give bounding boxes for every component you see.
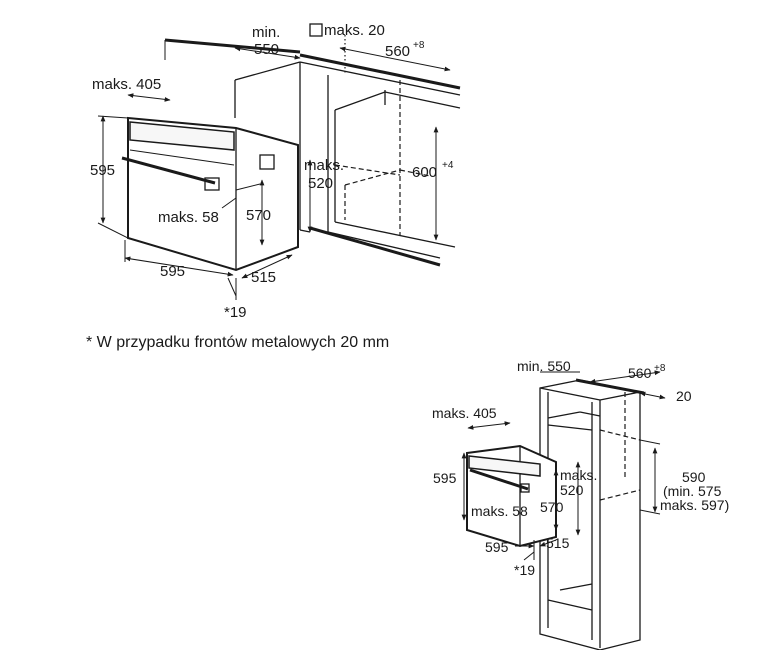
top-maks-520-label-b: 520 [308, 175, 333, 192]
top-maks-58-label: maks. 58 [158, 209, 219, 226]
top-oven [121, 116, 299, 272]
top-height-595-label: 595 [90, 162, 115, 179]
bottom-width-560-sup: +8 [654, 363, 666, 374]
bottom-height-590-label: 590 [682, 469, 706, 485]
top-depth-515-label: 515 [251, 269, 276, 286]
bottom-maks-597-label: maks. 597) [660, 497, 729, 513]
bottom-min-575-label: (min. 575 [663, 483, 722, 499]
bottom-depth-20-label: 20 [676, 388, 692, 404]
top-maks-20-label: maks. 20 [324, 22, 385, 39]
bottom-depth-515-label: 515 [546, 535, 570, 551]
top-maks-405-label: maks. 405 [92, 76, 161, 93]
bottom-height-570-label: 570 [540, 499, 564, 515]
top-width-560-label: 560 [385, 43, 410, 60]
top-height-600-sup: +4 [442, 160, 454, 171]
top-height-600-label: 600 [412, 164, 437, 181]
bottom-maks-58-label: maks. 58 [471, 503, 528, 519]
top-labels: min. 550 maks. 20 560 +8 maks. 405 595 m… [90, 22, 454, 321]
top-star-19-label: *19 [224, 304, 247, 321]
top-min-label: min. [252, 24, 280, 41]
top-square-symbol [309, 23, 323, 37]
top-maks-520-label-a: maks. [304, 157, 344, 174]
metal-fronts-footnote: * W przypadku frontów metalowych 20 mm [86, 334, 390, 351]
bottom-min-550-label: min. 550 [517, 358, 571, 374]
bottom-labels: min. 550 560 +8 20 maks. 405 595 maks. 5… [432, 358, 729, 578]
top-installation-diagram: min. 550 maks. 20 560 +8 maks. 405 595 m… [90, 22, 461, 321]
bottom-maks-520-label-a: maks. [560, 467, 597, 483]
bottom-oven [466, 444, 557, 548]
top-width-595-label: 595 [160, 263, 185, 280]
top-height-570-label: 570 [246, 207, 271, 224]
bottom-star-19-label: *19 [514, 562, 535, 578]
top-cabinet-niche [299, 35, 461, 267]
bottom-maks-520-label-b: 520 [560, 482, 584, 498]
top-min-550-label: 550 [254, 41, 279, 58]
bottom-maks-405-label: maks. 405 [432, 405, 497, 421]
top-width-560-sup: +8 [413, 40, 425, 51]
bottom-dimensions [461, 370, 666, 561]
bottom-width-560-label: 560 [628, 365, 652, 381]
bottom-installation-diagram: min. 550 560 +8 20 maks. 405 595 maks. 5… [432, 358, 729, 650]
top-countertop [164, 38, 461, 118]
bottom-height-595-label: 595 [433, 470, 457, 486]
top-dimensions [97, 40, 451, 300]
bottom-width-595-label: 595 [485, 539, 509, 555]
